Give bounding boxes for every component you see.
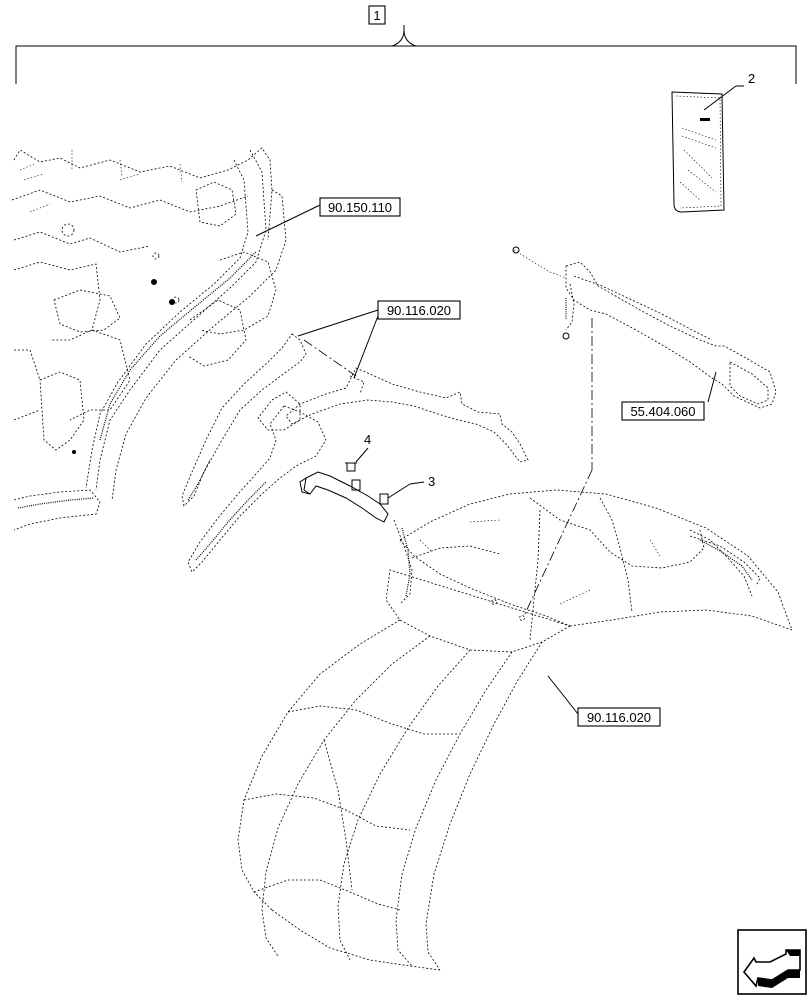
manual-packet: 2 <box>671 71 755 213</box>
support-plate: 3 <box>299 471 435 523</box>
item-4-number: 4 <box>364 432 371 447</box>
bolt: 4 <box>345 432 371 472</box>
mirror-arm <box>512 246 777 409</box>
bracket-phantom-line <box>303 339 357 377</box>
item-1-number: 1 <box>373 8 380 23</box>
fender-ref-label: 90.116.020 <box>587 710 651 725</box>
mirror-arm-reference: 55.404.060 <box>621 371 717 421</box>
item-1-label: 1 <box>368 5 386 25</box>
mounting-phantom-line <box>523 318 593 617</box>
cab-frame <box>11 147 287 531</box>
fender <box>237 489 793 971</box>
fender-bracket-ref-label: 90.116.020 <box>387 303 451 318</box>
fender-reference: 90.116.020 <box>547 675 661 727</box>
cab-frame-ref-label: 90.150.110 <box>328 200 392 215</box>
fender-bracket-rear <box>181 333 327 573</box>
cab-frame-reference: 90.150.110 <box>255 197 401 237</box>
mirror-arm-ref-label: 55.404.060 <box>630 404 695 419</box>
arrow-back-icon[interactable] <box>737 929 807 995</box>
item-3-number: 3 <box>428 474 435 489</box>
assembly-bracket <box>15 25 797 84</box>
fender-bracket-reference: 90.116.020 <box>297 300 461 379</box>
fender-bracket-front <box>285 367 529 463</box>
item-2-number: 2 <box>748 71 755 86</box>
